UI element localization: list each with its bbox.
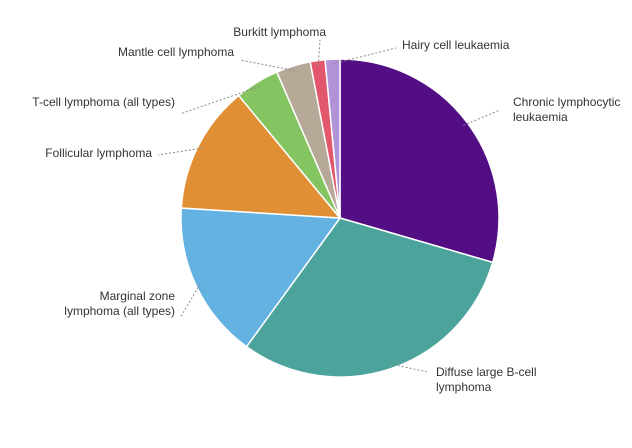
- slice-label-line: Burkitt lymphoma: [233, 25, 326, 39]
- slice-label-line: Marginal zone: [100, 289, 176, 303]
- pie-slice-marginal-zone-lymphoma-all-types: [180, 207, 342, 348]
- slice-label: Hairy cell leukaemia: [402, 38, 510, 52]
- slice-label: Follicular lymphoma: [45, 146, 152, 160]
- pie-slices: [180, 58, 500, 378]
- leader-line: [239, 59, 295, 72]
- leader-line: [463, 109, 501, 126]
- slice-label-line: Diffuse large B-cell: [436, 365, 537, 379]
- pie-slice-hairy-cell-leukaemia: [324, 58, 341, 219]
- pie-slice-diffuse-large-b-cell-lymphoma: [245, 217, 494, 378]
- slice-label-line: Hairy cell leukaemia: [402, 38, 510, 52]
- slice-label: Burkitt lymphoma: [233, 25, 326, 39]
- leader-lines: [157, 39, 501, 373]
- slice-label: T-cell lymphoma (all types): [32, 95, 175, 109]
- slice-label-line: lymphoma: [436, 380, 492, 394]
- leader-line: [389, 363, 429, 373]
- slice-label-line: leukaemia: [513, 110, 568, 124]
- pie-slice-chronic-lymphocytic-leukaemia: [339, 58, 500, 264]
- slice-label-line: Chronic lymphocytic: [513, 95, 620, 109]
- leader-line: [157, 147, 203, 156]
- slice-label-line: lymphoma (all types): [64, 304, 175, 318]
- leader-line: [332, 47, 397, 65]
- leader-line: [179, 283, 201, 319]
- slice-label-line: Mantle cell lymphoma: [118, 45, 234, 59]
- slice-label-line: Follicular lymphoma: [45, 146, 152, 160]
- slice-label-line: T-cell lymphoma (all types): [32, 95, 175, 109]
- slice-label: Mantle cell lymphoma: [118, 45, 234, 59]
- pie-slice-follicular-lymphoma: [180, 94, 342, 219]
- leader-line: [317, 39, 321, 66]
